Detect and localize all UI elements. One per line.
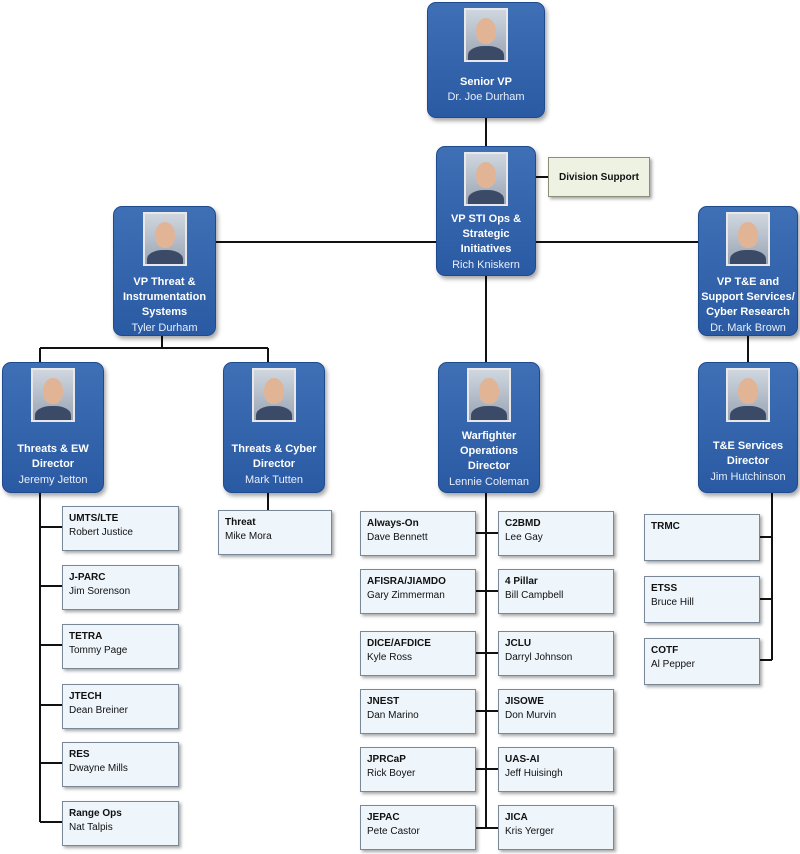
unit-lead: Don Murvin (505, 710, 557, 721)
unit-lead: Al Pepper (651, 659, 695, 670)
vp-sti-ops-node: VP STI Ops & Strategic Initiatives Rich … (436, 146, 536, 276)
unit-name: 4 Pillar (505, 576, 538, 587)
node-name: Jeremy Jetton (18, 474, 88, 486)
portrait-photo (464, 8, 508, 62)
portrait-photo (31, 368, 75, 422)
unit-box: JNEST Dan Marino (360, 689, 476, 734)
unit-name: JNEST (367, 696, 400, 707)
unit-box: JEPAC Pete Castor (360, 805, 476, 850)
unit-box: JICA Kris Yerger (498, 805, 614, 850)
unit-box: RES Dwayne Mills (62, 742, 179, 787)
unit-name: C2BMD (505, 518, 541, 529)
unit-box: AFISRA/JIAMDO Gary Zimmerman (360, 569, 476, 614)
unit-lead: Mike Mora (225, 531, 272, 542)
unit-name: Always-On (367, 518, 419, 529)
unit-lead: Dave Bennett (367, 532, 428, 543)
unit-name: Threat (225, 517, 256, 528)
unit-box: TETRA Tommy Page (62, 624, 179, 669)
unit-name: J-PARC (69, 572, 106, 583)
unit-name: UAS-AI (505, 754, 540, 765)
unit-box: COTF Al Pepper (644, 638, 760, 685)
unit-name: JPRCaP (367, 754, 406, 765)
unit-lead: Bruce Hill (651, 597, 694, 608)
portrait-photo (467, 368, 511, 422)
unit-lead: Nat Talpis (69, 822, 113, 833)
unit-box: C2BMD Lee Gay (498, 511, 614, 556)
node-name: Rich Kniskern (452, 259, 520, 271)
unit-box: UMTS/LTE Robert Justice (62, 506, 179, 551)
unit-lead: Pete Castor (367, 826, 420, 837)
node-title: VP STI Ops & Strategic Initiatives (450, 213, 522, 255)
unit-lead: Jim Sorenson (69, 586, 131, 597)
node-name: Mark Tutten (244, 474, 304, 486)
node-title: VP Threat & Instrumentation Systems (122, 276, 207, 318)
unit-lead: Darryl Johnson (505, 652, 573, 663)
node-name: Jim Hutchinson (710, 471, 786, 483)
unit-box: JCLU Darryl Johnson (498, 631, 614, 676)
unit-name: JTECH (69, 691, 102, 702)
unit-name: COTF (651, 645, 679, 656)
node-name: Dr. Joe Durham (447, 91, 525, 103)
senior-vp-node: Senior VP Dr. Joe Durham (427, 2, 545, 118)
unit-box: DICE/AFDICE Kyle Ross (360, 631, 476, 676)
unit-lead: Dan Marino (367, 710, 419, 721)
unit-box: JISOWE Don Murvin (498, 689, 614, 734)
unit-box: ETSS Bruce Hill (644, 576, 760, 623)
division-support-box: Division Support (548, 157, 650, 197)
node-name: Tyler Durham (131, 322, 198, 334)
unit-name: UMTS/LTE (69, 513, 119, 524)
unit-name: RES (69, 749, 90, 760)
unit-lead: Rick Boyer (367, 768, 416, 779)
unit-box: JPRCaP Rick Boyer (360, 747, 476, 792)
portrait-photo (142, 212, 187, 266)
unit-lead: Kyle Ross (367, 652, 413, 663)
node-title: Threats & EW Director (17, 443, 89, 470)
node-title: Senior VP (460, 76, 512, 88)
unit-box: JTECH Dean Breiner (62, 684, 179, 729)
unit-box: 4 Pillar Bill Campbell (498, 569, 614, 614)
threats-cyber-director-node: Threats & Cyber Director Mark Tutten (223, 362, 325, 493)
unit-lead: Dwayne Mills (69, 763, 128, 774)
vp-te-node: VP T&E and Support Services/ Cyber Resea… (698, 206, 798, 336)
node-title: VP T&E and Support Services/ Cyber Resea… (701, 276, 795, 318)
unit-lead: Kris Yerger (505, 826, 554, 837)
unit-lead: Tommy Page (69, 645, 128, 656)
warfighter-director-node: Warfighter Operations Director Lennie Co… (438, 362, 540, 493)
unit-lead: Dean Breiner (69, 705, 128, 716)
unit-name: AFISRA/JIAMDO (367, 576, 446, 587)
unit-name: JISOWE (505, 696, 544, 707)
node-name: Dr. Mark Brown (710, 322, 786, 334)
portrait-photo (726, 212, 770, 266)
unit-box: Threat Mike Mora (218, 510, 332, 555)
unit-lead: Jeff Huisingh (505, 768, 563, 779)
node-title: T&E Services Director (712, 440, 784, 467)
unit-box: TRMC (644, 514, 760, 561)
portrait-photo (252, 368, 296, 422)
unit-name: TETRA (69, 631, 103, 642)
unit-lead: Lee Gay (505, 532, 543, 543)
unit-box: UAS-AI Jeff Huisingh (498, 747, 614, 792)
threats-ew-director-node: Threats & EW Director Jeremy Jetton (2, 362, 104, 493)
unit-name: TRMC (651, 521, 680, 532)
unit-box: Always-On Dave Bennett (360, 511, 476, 556)
unit-lead: Robert Justice (69, 527, 133, 538)
node-name: Lennie Coleman (448, 476, 530, 488)
portrait-photo (726, 368, 770, 422)
unit-name: JCLU (505, 638, 532, 649)
unit-lead: Bill Campbell (505, 590, 564, 601)
node-title: Threats & Cyber Director (231, 443, 317, 470)
unit-name: ETSS (651, 583, 678, 594)
vp-threat-node: VP Threat & Instrumentation Systems Tyle… (113, 206, 216, 336)
unit-box: Range Ops Nat Talpis (62, 801, 179, 846)
portrait-photo (464, 152, 508, 206)
unit-name: Range Ops (69, 808, 122, 819)
node-title: Warfighter Operations Director (459, 430, 519, 472)
unit-box: J-PARC Jim Sorenson (62, 565, 179, 610)
unit-name: JEPAC (367, 812, 400, 823)
unit-name: DICE/AFDICE (367, 638, 431, 649)
te-services-director-node: T&E Services Director Jim Hutchinson (698, 362, 798, 493)
unit-lead: Gary Zimmerman (367, 590, 445, 601)
unit-name: JICA (505, 812, 528, 823)
